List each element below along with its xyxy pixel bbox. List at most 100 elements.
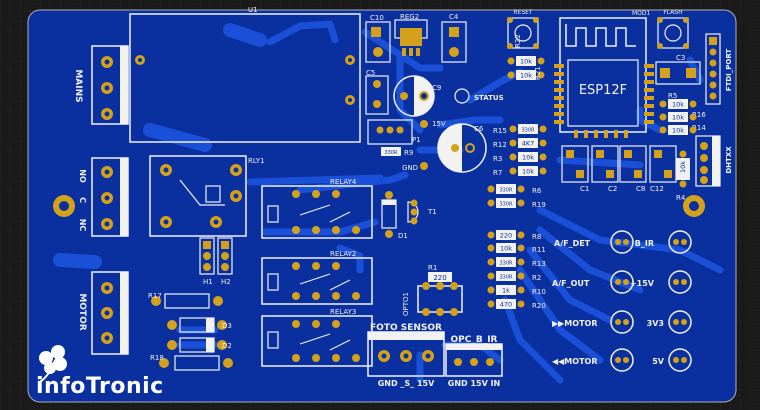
esp-pad: [644, 72, 654, 76]
esp-pad: [554, 104, 564, 108]
c9-label: C9: [432, 84, 441, 92]
c4-label: C4: [449, 13, 459, 21]
3v3-label: 3V3: [647, 319, 664, 328]
esp-pad: [554, 64, 564, 68]
c3-pad-b: [686, 68, 696, 78]
esp-pad: [554, 80, 564, 84]
r10-chip: 1k: [487, 285, 525, 295]
c10-label: C10: [370, 14, 384, 22]
esp-pad: [644, 120, 654, 124]
esp-pad: [614, 130, 618, 138]
r3-value: 10k: [522, 154, 534, 162]
mains-connector[interactable]: [91, 45, 129, 125]
r19-label: R19: [532, 201, 546, 209]
opto1: [417, 282, 463, 316]
rly1-pins: [160, 164, 242, 228]
r22-chip: 10k: [507, 56, 545, 66]
r19-value: 330R: [499, 202, 513, 208]
clover-icon: [39, 345, 67, 383]
led-motor-fwd: [610, 310, 634, 334]
r20-chip: 470: [487, 299, 525, 309]
esp-pad: [644, 88, 654, 92]
5v-label: 5V: [652, 357, 665, 366]
gnd-testpoint: [420, 162, 428, 170]
mains-label: MAINS: [73, 69, 83, 102]
c6-label: C6: [474, 125, 484, 133]
c3-outline: [655, 61, 701, 85]
esp-pad: [644, 112, 654, 116]
c5-label: C5: [366, 69, 375, 77]
reset-button[interactable]: [507, 17, 539, 49]
esp-pad: [644, 80, 654, 84]
r13-value: 330R: [499, 261, 513, 267]
esp-pad: [554, 96, 564, 100]
r16-value: 10k: [672, 114, 684, 122]
r12-label: R12: [493, 141, 507, 149]
esp-pads: [554, 64, 654, 138]
r10-label: R10: [532, 288, 546, 296]
plus15v-label: +15V: [630, 279, 655, 288]
nc-label: NC: [78, 219, 87, 232]
ftdi-label: FTDI_PORT: [725, 49, 733, 92]
esp-pad: [594, 130, 598, 138]
r21-value: 10k: [520, 72, 532, 80]
foto-sensor-connector[interactable]: [367, 331, 445, 377]
15v-testpoint: [420, 120, 428, 128]
r11-label: R11: [532, 246, 546, 254]
opto1-label: OPTO1: [402, 292, 410, 316]
led-af-out: [610, 270, 634, 294]
r8-label: R8: [532, 233, 541, 241]
af-out-label: A/F_OUT: [552, 279, 590, 288]
rly1-outline: [149, 155, 247, 237]
d3-label: D3: [222, 322, 232, 330]
rly1-connector[interactable]: [91, 157, 129, 237]
r5-chip: 10k: [659, 99, 697, 109]
esp-pad: [604, 130, 608, 138]
r15-value: 330R: [521, 128, 535, 134]
r21-label: R21: [534, 66, 542, 80]
r1-body: [428, 272, 452, 282]
r16-label: R16: [692, 111, 706, 119]
motor-fwd-label: ▶▶MOTOR: [552, 319, 597, 328]
led-15v: [668, 270, 692, 294]
relay4-label: RELAY4: [330, 178, 357, 186]
r9-label: R9: [404, 149, 413, 157]
c6-capacitor: [437, 123, 487, 173]
h1-h2-headers[interactable]: [199, 237, 233, 275]
esp-pad: [574, 130, 578, 138]
r4-value: 10k: [679, 161, 687, 173]
dhtxx-connector[interactable]: [695, 135, 721, 187]
foto-pins-label: GND _S_ 15V: [378, 379, 435, 388]
c1-c12-caps: [561, 145, 677, 183]
r9-value: 330R: [384, 150, 398, 156]
r14-value: 10k: [672, 127, 684, 135]
flash-button[interactable]: [657, 17, 689, 49]
opc-b-ir-connector[interactable]: [445, 343, 503, 377]
r11-value: 10k: [500, 245, 512, 253]
c8-label: C8: [636, 185, 645, 193]
esp-pad: [554, 88, 564, 92]
r22-value: 10k: [520, 58, 532, 66]
relay3-label: RELAY3: [330, 308, 356, 316]
motor-connector[interactable]: [91, 271, 129, 355]
mounting-holes: [53, 195, 705, 217]
status-led: [454, 88, 470, 104]
r2-chip: 330R: [487, 271, 525, 281]
r16-chip: 10k: [659, 112, 697, 122]
dhtxx-label: DHTXX: [725, 146, 733, 174]
esp-pad: [554, 72, 564, 76]
p1-trimmer[interactable]: [367, 119, 413, 145]
h1-label: H1: [203, 278, 213, 286]
r5-label: R5: [668, 92, 677, 100]
r14-chip: 10k: [659, 125, 697, 135]
ftdi-port[interactable]: [705, 33, 721, 105]
relay3: [261, 315, 373, 367]
r8-value: 220: [500, 232, 512, 240]
r12-chip: 4K7: [509, 138, 547, 148]
reset-label: RESET: [513, 9, 533, 16]
15v-label: 15V: [432, 120, 446, 128]
r15-label: R15: [493, 127, 507, 135]
r3-chip: 10k: [509, 152, 547, 162]
p1-label: P1: [412, 136, 421, 144]
